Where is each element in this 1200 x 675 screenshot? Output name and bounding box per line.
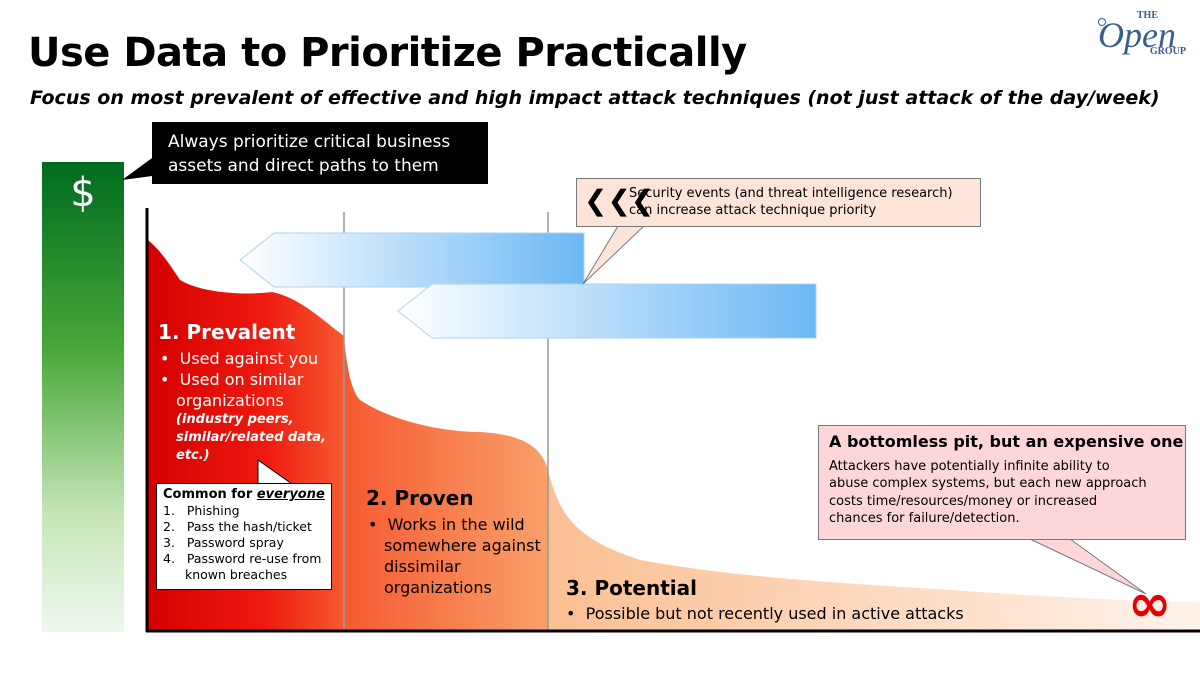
potential-bullet: • Possible but not recently used in acti…	[566, 604, 964, 623]
events-callout-tail	[582, 225, 646, 285]
proven-heading: 2. Proven	[366, 486, 474, 510]
proven-bullet-1-cont-1: somewhere against	[384, 536, 541, 555]
common-item-3: 3. Password spray	[163, 535, 284, 550]
common-item-4-cont: known breaches	[185, 567, 288, 582]
callout-top-line-1: Always prioritize critical business	[168, 132, 451, 152]
logo-line-1: THE	[1136, 10, 1158, 21]
bottomless-pit-callout: A bottomless pit, but an expensive one A…	[818, 425, 1186, 540]
zone-proven-area	[344, 336, 548, 630]
logo-line-3: GROUP	[1149, 46, 1186, 57]
prevalent-bullet-2: • Used on similar	[160, 370, 304, 389]
critical-assets-callout: Always prioritize critical business asse…	[152, 122, 488, 184]
prevalent-note-3: etc.)	[176, 448, 210, 463]
logo-mark-icon	[1098, 18, 1106, 26]
dollar-icon: $	[70, 170, 96, 216]
prevalent-note-1: (industry peers,	[176, 412, 294, 427]
open-group-logo: THE Open GROUP	[1094, 10, 1186, 62]
prevalent-heading: 1. Prevalent	[158, 320, 296, 344]
prevalent-bullet-2-cont: organizations	[176, 391, 284, 410]
common-techniques-box: Common for everyone 1. Phishing 2. Pass …	[156, 483, 332, 590]
pit-line-4: chances for failure/detection.	[829, 511, 1020, 526]
slide-title: Use Data to Prioritize Practically	[28, 30, 747, 76]
events-line-2: can increase attack technique priority	[629, 203, 877, 218]
proven-bullet-1: • Works in the wild	[368, 515, 525, 534]
zone-potential-area	[548, 470, 1200, 630]
callout-top-tail	[122, 158, 152, 180]
pit-line-2: abuse complex systems, but each new appr…	[829, 476, 1147, 491]
priority-arrow-lower	[397, 283, 817, 339]
proven-bullet-1-cont-3: organizations	[384, 578, 492, 597]
common-box-heading: Common for everyone	[163, 487, 325, 502]
pit-line-1: Attackers have potentially infinite abil…	[829, 458, 1110, 474]
pit-title: A bottomless pit, but an expensive one	[829, 432, 1184, 451]
infinity-icon: ∞	[1128, 574, 1172, 634]
potential-heading: 3. Potential	[566, 576, 698, 600]
callout-top-line-2: assets and direct paths to them	[168, 156, 439, 176]
priority-arrow-upper	[239, 232, 585, 288]
cost-gradient-bar	[42, 162, 124, 632]
logo-line-2: Open	[1098, 15, 1176, 55]
prevalent-note-2: similar/related data,	[176, 430, 326, 445]
prevalent-bullet-1: • Used against you	[160, 349, 319, 368]
pit-line-3: costs time/resources/money or increased	[829, 493, 1098, 509]
slide-subtitle: Focus on most prevalent of effective and…	[30, 87, 1160, 109]
security-events-callout: Security events (and threat intelligence…	[576, 178, 981, 227]
events-line-1: Security events (and threat intelligence…	[629, 186, 953, 201]
common-item-1: 1. Phishing	[163, 503, 240, 518]
proven-bullet-1-cont-2: dissimilar	[384, 557, 461, 576]
chevrons-left-icon: ❮❮❮	[584, 184, 655, 217]
common-item-2: 2. Pass the hash/ticket	[163, 519, 312, 534]
common-item-4: 4. Password re-use from	[163, 551, 322, 566]
